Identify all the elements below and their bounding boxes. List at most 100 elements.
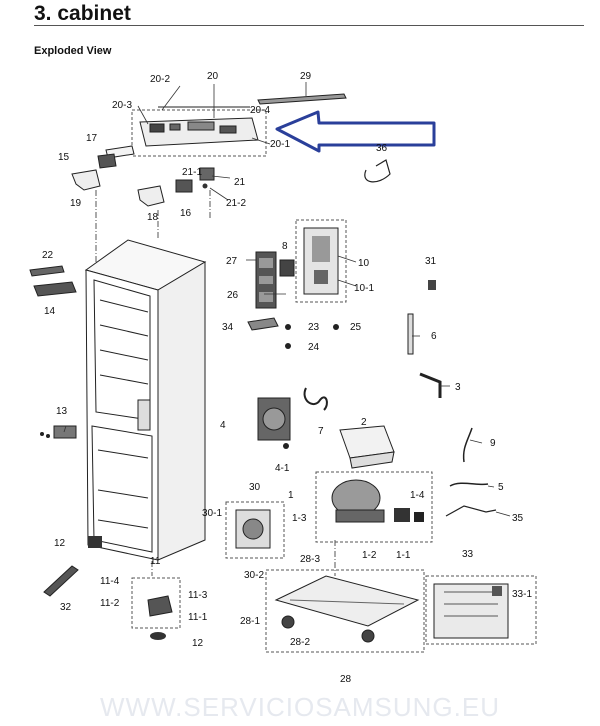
label-22: 22: [42, 250, 54, 261]
label-36: 36: [376, 143, 388, 154]
label-12-top: 12: [54, 538, 66, 549]
part-34-bracket: [247, 317, 279, 331]
title-rule: [34, 25, 584, 26]
part-33-back-cover: [433, 583, 509, 639]
label-5: 5: [498, 482, 504, 493]
label-16: 16: [180, 208, 192, 219]
part-23-bolt: [285, 324, 291, 330]
part-20-top-cover: [139, 117, 259, 147]
label-11-3: 11-3: [188, 590, 208, 601]
group-10-box: [295, 219, 347, 303]
part-4-1-screw: [283, 443, 289, 449]
part-10-panel: [303, 227, 339, 295]
guide-lines: [95, 190, 336, 576]
cabinet-body: [84, 239, 207, 561]
label-8: 8: [282, 241, 288, 252]
label-11-4: 11-4: [100, 576, 120, 587]
label-20: 20: [207, 71, 219, 82]
label-1-2: 1-2: [362, 550, 377, 561]
part-11-foot: [147, 595, 173, 617]
part-15-hinge: [97, 153, 117, 169]
label-33: 33: [462, 549, 474, 560]
label-4-1: 4-1: [275, 463, 290, 474]
label-28-2: 28-2: [290, 637, 310, 648]
label-15: 15: [58, 152, 70, 163]
exploded-view-subtitle: Exploded View: [34, 45, 112, 57]
part-2-drain-tray: [339, 425, 395, 469]
label-12-bottom: 12: [192, 638, 204, 649]
label-35: 35: [512, 513, 524, 524]
part-19-hinge-cover: [71, 169, 101, 191]
group-1-box: [315, 471, 433, 543]
label-32: 32: [60, 602, 72, 613]
label-3: 3: [455, 382, 461, 393]
label-13: 13: [56, 406, 68, 417]
label-11-2: 11-2: [100, 598, 120, 609]
label-25: 25: [350, 322, 362, 333]
label-31: 31: [425, 256, 437, 267]
label-30-1: 30-1: [202, 508, 222, 519]
part-3-tube: [419, 372, 442, 398]
label-2: 2: [361, 417, 367, 428]
part-16-hinge: [175, 179, 193, 193]
label-17: 17: [86, 133, 98, 144]
part-6-pipe: [407, 313, 414, 355]
part-8-pcb: [279, 259, 295, 277]
part-5-wire: [449, 482, 489, 487]
group-33-box: [425, 575, 537, 645]
part-22-plate: [29, 265, 65, 277]
label-29: 29: [300, 71, 312, 82]
part-29-rail: [257, 93, 347, 105]
part-7-hose: [303, 387, 328, 411]
group-30-box: [225, 501, 285, 559]
leader-lines: [63, 82, 511, 517]
label-21-2: 21-2: [226, 198, 246, 209]
label-30: 30: [249, 482, 261, 493]
label-1-1: 1-1: [396, 550, 411, 561]
label-30-2: 30-2: [244, 570, 264, 581]
group-20-box: [131, 109, 267, 157]
label-1: 1: [288, 490, 294, 501]
label-14: 14: [44, 306, 56, 317]
label-24: 24: [308, 342, 320, 353]
pointer-arrow: [275, 110, 436, 153]
label-7: 7: [318, 426, 324, 437]
watermark: WWW.SERVICIOSAMSUNG.EU: [100, 692, 500, 722]
label-20-2: 20-2: [150, 74, 170, 85]
label-26: 26: [227, 290, 239, 301]
section-title: 3. cabinet: [34, 2, 131, 25]
part-21-1-bracket: [199, 167, 215, 181]
label-6: 6: [431, 331, 437, 342]
label-11-1: 11-1: [188, 612, 208, 623]
label-9: 9: [490, 438, 496, 449]
part-35-wire: [445, 505, 497, 517]
label-28-3: 28-3: [300, 554, 320, 565]
part-labels: 20-2 20 29 20-3 20-4 20-1 17 15 36 21-1 …: [42, 71, 532, 685]
part-4-fan-assembly: [257, 397, 291, 441]
part-28-1-wheel-2: [361, 629, 375, 643]
part-9-cord: [462, 427, 473, 463]
label-19: 19: [70, 198, 82, 209]
part-28-base-plate: [274, 575, 420, 627]
part-28-1-wheel: [281, 615, 295, 629]
part-1-compressor: [331, 479, 424, 523]
label-33-1: 33-1: [512, 589, 532, 600]
part-25-bolt: [333, 324, 339, 330]
label-34: 34: [222, 322, 234, 333]
label-28-1: 28-1: [240, 616, 260, 627]
label-1-3: 1-3: [292, 513, 307, 524]
label-23: 23: [308, 322, 320, 333]
label-20-1: 20-1: [270, 139, 290, 150]
part-13-hinge: [40, 425, 77, 439]
part-24-bolt: [285, 343, 291, 349]
part-27-26-board: [255, 251, 277, 309]
label-28: 28: [340, 674, 352, 685]
part-12-foot: [150, 632, 166, 640]
part-31-clip: [428, 280, 436, 290]
part-12-leg: [88, 536, 102, 548]
label-21: 21: [234, 177, 246, 188]
part-21-2-screw: [202, 183, 208, 189]
label-18: 18: [147, 212, 159, 223]
part-18-hinge-cover: [137, 185, 165, 207]
